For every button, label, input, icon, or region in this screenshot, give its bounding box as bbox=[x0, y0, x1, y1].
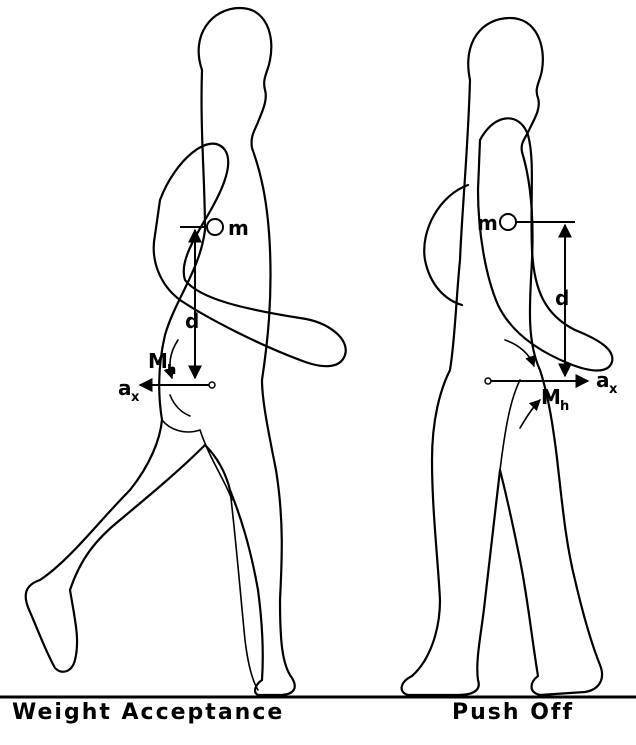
arm-front-right bbox=[478, 118, 612, 370]
accel-label-left: a bbox=[118, 376, 132, 400]
caption-push-off: Push Off bbox=[452, 700, 574, 725]
leg-inner-right bbox=[500, 380, 520, 470]
moment-label-right: M bbox=[541, 385, 561, 409]
moment-label-left: M bbox=[148, 349, 168, 373]
moment-sub-left: h bbox=[167, 363, 176, 378]
hip-arc-lower-right bbox=[520, 400, 540, 428]
hip-arc-upper-right bbox=[505, 340, 534, 366]
distance-label-right: d bbox=[555, 286, 569, 310]
leg-inner-left bbox=[162, 420, 232, 500]
mass-label-right: m bbox=[477, 211, 498, 235]
arm-left bbox=[154, 144, 346, 367]
mass-marker-right bbox=[500, 214, 516, 230]
accel-label-right: a bbox=[596, 368, 610, 392]
distance-label-left: d bbox=[185, 309, 199, 333]
accel-sub-left: x bbox=[131, 390, 140, 405]
figure-push-off: m d M h a x bbox=[402, 18, 618, 695]
mass-marker-left bbox=[207, 219, 223, 235]
front-leg-line-left bbox=[230, 490, 258, 690]
accel-sub-right: x bbox=[609, 382, 618, 397]
caption-weight-acceptance: Weight Acceptance bbox=[12, 700, 284, 725]
mass-label-left: m bbox=[228, 216, 249, 240]
figure-weight-acceptance: m d M h a x bbox=[26, 8, 346, 695]
hip-arc-lower-left bbox=[170, 395, 190, 416]
hip-joint-right bbox=[485, 378, 491, 384]
hip-joint-left bbox=[209, 382, 215, 388]
moment-sub-right: h bbox=[560, 399, 569, 414]
